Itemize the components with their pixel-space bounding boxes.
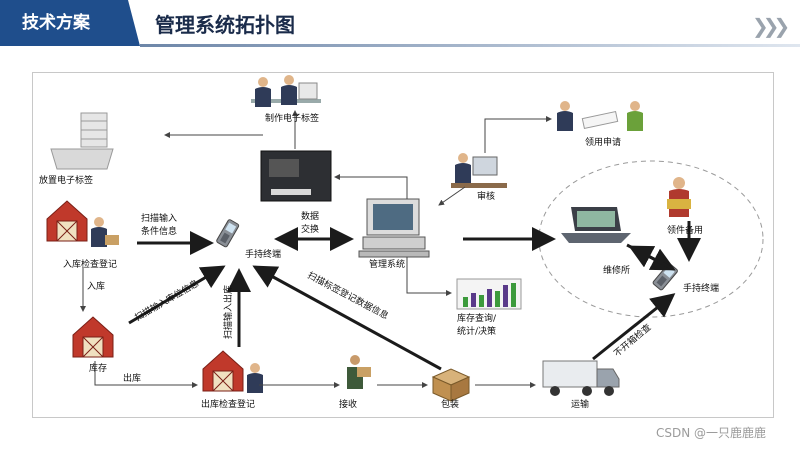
label-inbound: 入库 (87, 280, 105, 292)
label-place-tag: 放置电子标签 (39, 174, 93, 186)
label-scan-pack-reg: 扫描标签登记数据信息 (306, 269, 391, 322)
inbound-barn-icon (46, 200, 119, 247)
label-scan-in-position: 扫描输入库位信息 (133, 277, 201, 323)
flow-arrows (80, 110, 701, 388)
page-title: 管理系统拓扑图 (155, 13, 295, 37)
watermark: CSDN @一只鹿鹿鹿 (656, 426, 767, 440)
label-review: 审核 (477, 190, 495, 202)
mgmt-computer-icon (358, 198, 430, 258)
label-outbound-check: 出库检查登记 (201, 398, 255, 410)
label-receive: 接收 (339, 398, 357, 410)
label-outbound: 出库 (123, 372, 141, 384)
label-handheld-center: 手持终端 (245, 248, 281, 260)
truck-icon (542, 360, 620, 396)
outbound-barn-icon (202, 350, 263, 393)
handheld-right-icon (651, 262, 679, 292)
label-scan-out-input: 扫描输入出库 (222, 285, 234, 339)
label-warehouse: 库存 (89, 362, 107, 374)
label-data-1: 数据 (301, 210, 319, 222)
label-data-2: 交换 (301, 223, 319, 235)
section-tag: 技术方案 (0, 0, 140, 46)
label-collect-spares: 领件备用 (667, 224, 703, 236)
label-mgmt-system: 管理系统 (369, 258, 405, 270)
label-scan-in-2: 条件信息 (141, 225, 177, 237)
warehouse-barn-icon (72, 316, 114, 358)
label-printer-icon (260, 150, 332, 202)
laptop-icon (561, 207, 631, 243)
apply-handshake-icon (557, 101, 643, 131)
chevrons-icon: ❯❯❯ (752, 14, 790, 38)
review-desk-icon (451, 153, 507, 188)
handheld-center-icon (215, 218, 240, 249)
label-inbound-check: 入库检查登记 (63, 258, 117, 270)
label-repair-shop: 维修所 (603, 264, 630, 276)
receiver-person-icon (347, 355, 371, 389)
label-handheld-right: 手持终端 (683, 282, 719, 294)
label-stock-query-2: 统计/决策 (457, 325, 496, 337)
label-apply: 领用申请 (585, 136, 621, 148)
place-tag-shelf-icon (50, 112, 114, 170)
label-pack: 包装 (441, 398, 459, 410)
collect-spares-person-icon (667, 177, 691, 217)
label-scan-in-1: 扫描输入 (141, 212, 177, 224)
stock-query-chart-icon (456, 278, 522, 310)
package-icon (431, 368, 471, 402)
header-divider (140, 44, 800, 47)
make-tag-people-icon (251, 75, 321, 107)
label-make-tag: 制作电子标签 (265, 112, 319, 124)
topology-diagram: 制作电子标签 放置电子标签 审核 领用申请 扫描输入 条件信息 入库检查登记 手… (39, 75, 764, 410)
label-stock-query-1: 库存查询/ (457, 312, 497, 324)
label-transport: 运输 (571, 398, 589, 410)
diagram-frame: 制作电子标签 放置电子标签 审核 领用申请 扫描输入 条件信息 入库检查登记 手… (32, 72, 774, 418)
